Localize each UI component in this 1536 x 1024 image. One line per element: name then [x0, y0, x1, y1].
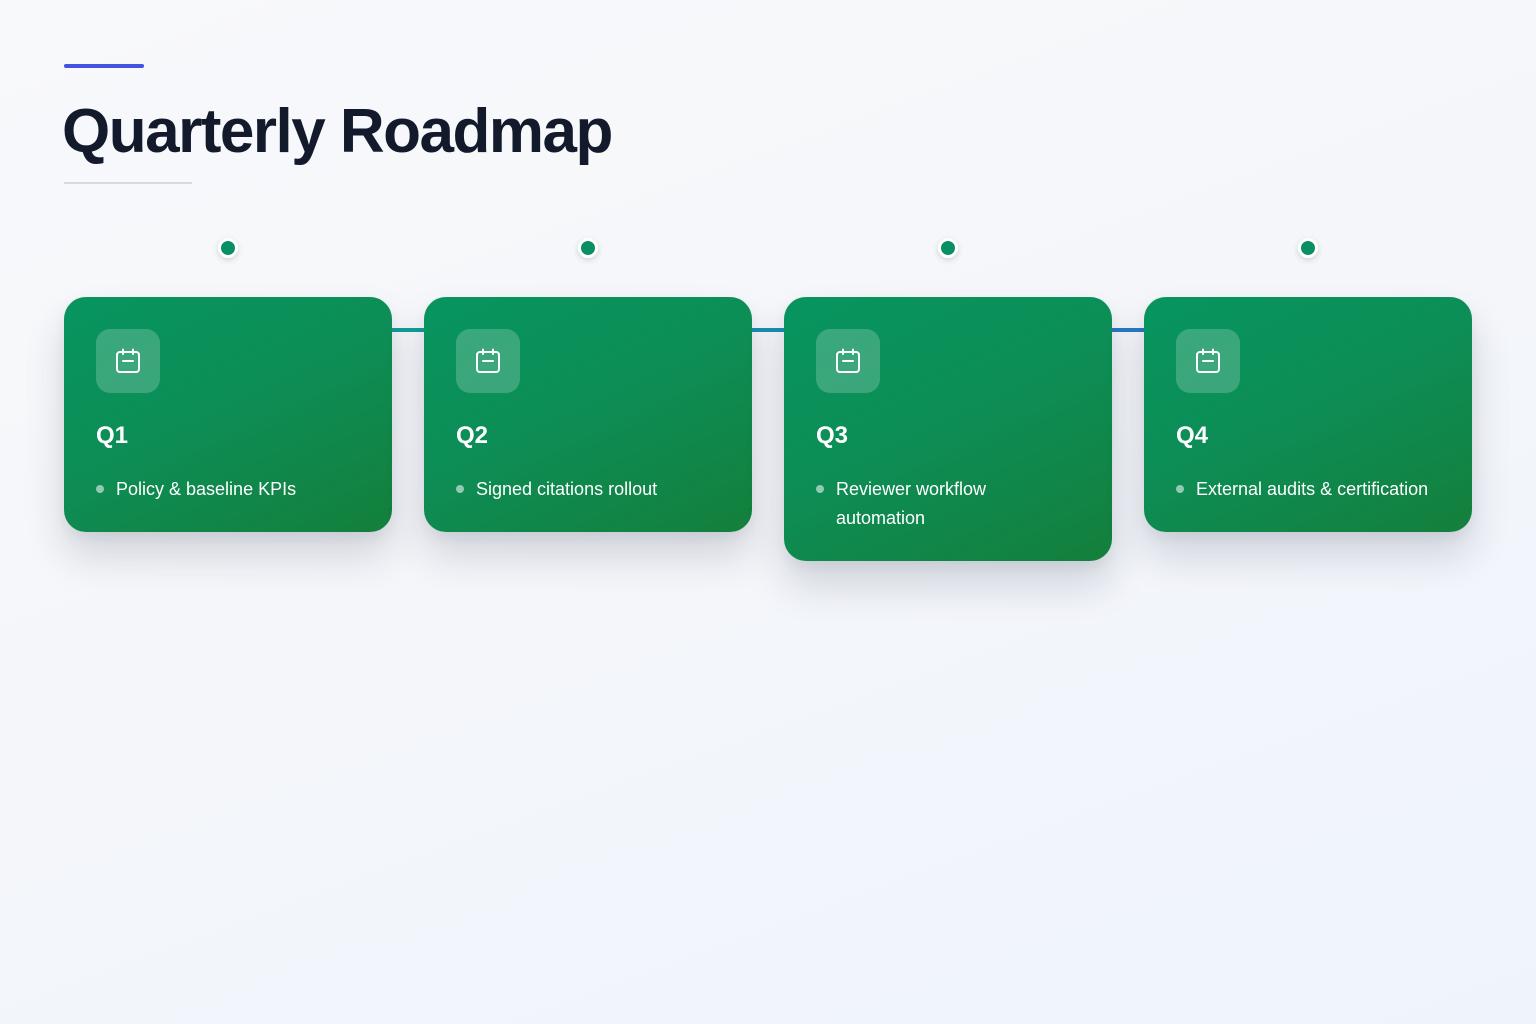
- milestone-item: External audits & certification: [1176, 475, 1440, 504]
- quarter-card-q4: Q4 External audits & certification: [1144, 297, 1472, 532]
- bullet-icon: [456, 485, 464, 493]
- timeline-connector-q2-q3: [750, 328, 786, 332]
- milestone-text: Reviewer workflow automation: [836, 479, 987, 528]
- milestone-text: Policy & baseline KPIs: [116, 479, 297, 499]
- milestone-list: Policy & baseline KPIs: [96, 475, 360, 504]
- quarter-card-q1: Q1 Policy & baseline KPIs: [64, 297, 392, 532]
- quarter-label: Q2: [456, 422, 489, 449]
- milestone-item: Policy & baseline KPIs: [96, 475, 360, 504]
- page-title: Quarterly Roadmap: [62, 97, 613, 166]
- quarter-label: Q1: [96, 422, 129, 449]
- calendar-icon: [96, 329, 160, 393]
- bullet-icon: [96, 485, 104, 493]
- calendar-icon: [816, 329, 880, 393]
- milestone-text: Signed citations rollout: [476, 479, 658, 499]
- milestone-item: Signed citations rollout: [456, 475, 720, 504]
- quarter-card-q3: Q3 Reviewer workflow automation: [784, 297, 1112, 561]
- milestone-list: External audits & certification: [1176, 475, 1440, 504]
- title-accent-bar: [64, 64, 144, 68]
- milestone-list: Reviewer workflow automation: [816, 475, 1080, 533]
- timeline-connector-q3-q4: [1110, 328, 1146, 332]
- calendar-icon: [1176, 329, 1240, 393]
- timeline-dot-q2: [578, 238, 598, 258]
- title-divider: [64, 182, 192, 184]
- quarter-label: Q3: [816, 422, 849, 449]
- timeline-dot-q4: [1298, 238, 1318, 258]
- bullet-icon: [1176, 485, 1184, 493]
- timeline-dot-q1: [218, 238, 238, 258]
- quarter-label: Q4: [1176, 422, 1209, 449]
- calendar-icon: [456, 329, 520, 393]
- timeline-dot-q3: [938, 238, 958, 258]
- timeline-connector-q1-q2: [390, 328, 426, 332]
- milestone-text: External audits & certification: [1196, 479, 1429, 499]
- quarter-card-q2: Q2 Signed citations rollout: [424, 297, 752, 532]
- milestone-item: Reviewer workflow automation: [816, 475, 1080, 533]
- bullet-icon: [816, 485, 824, 493]
- milestone-list: Signed citations rollout: [456, 475, 720, 504]
